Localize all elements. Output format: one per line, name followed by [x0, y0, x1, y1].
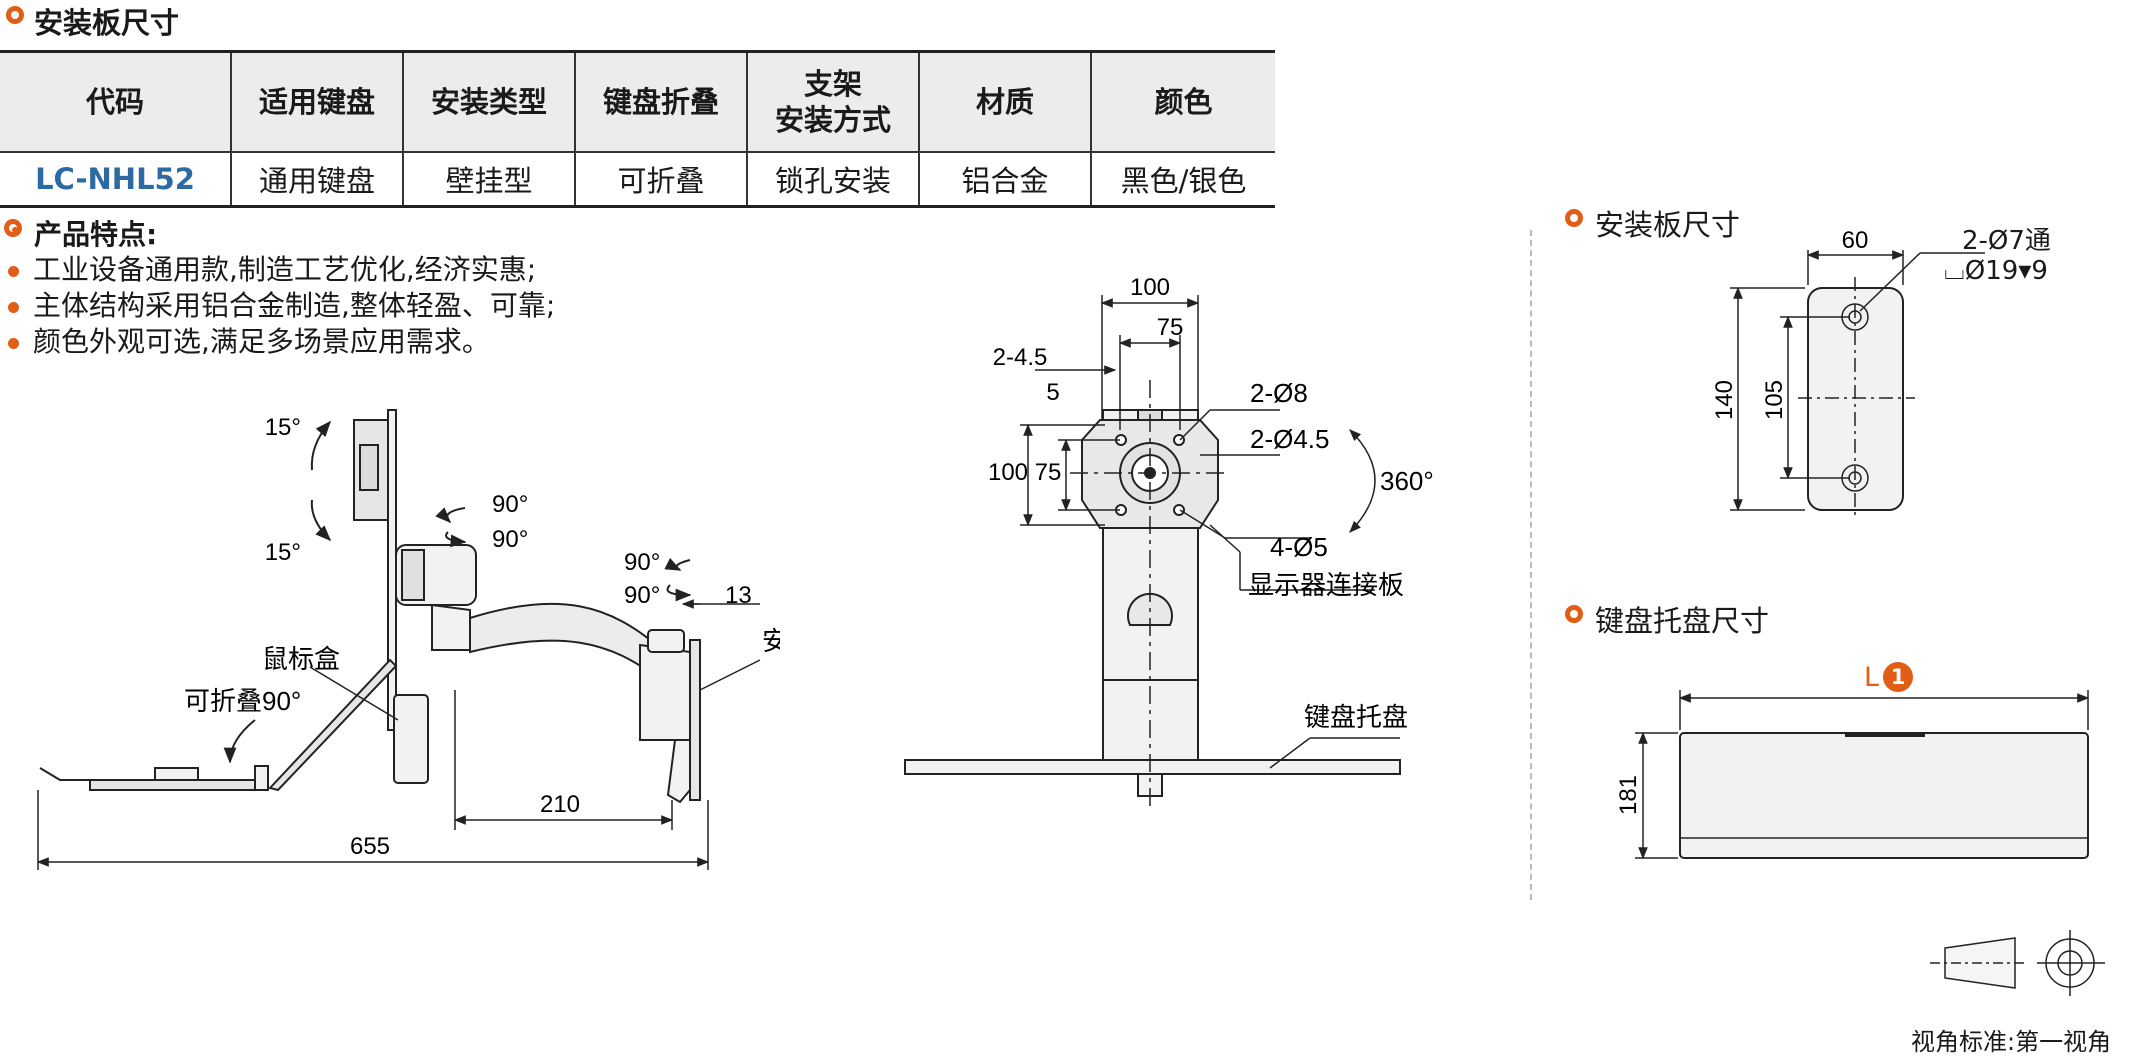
hole-2-4-5-label: 2-Ø4.5	[1250, 424, 1330, 454]
dim-100-top: 100	[1130, 274, 1170, 301]
tray-dims-title: 键盘托盘尺寸	[1595, 604, 1770, 638]
tray-height-dim: 181	[1615, 775, 1642, 815]
page-title: 安装板尺寸	[34, 6, 180, 40]
col-header: 安装类型	[402, 50, 575, 153]
spec-table: 代码 适用键盘 安装类型 键盘折叠 支架 安装方式 材质 颜色 LC-NHL52…	[0, 50, 1275, 208]
projection-standard-label: 视角标准:第一视角	[1911, 1028, 2112, 1056]
col-header: 支架 安装方式	[746, 50, 919, 153]
table-cell: 可折叠	[574, 152, 747, 208]
keyboard-tray-label: 键盘托盘	[1304, 702, 1408, 732]
tray-section-bullet-icon	[1565, 605, 1583, 623]
col-header: 适用键盘	[230, 50, 403, 153]
bullet-icon	[8, 337, 19, 349]
rotation-label: 90°	[624, 549, 660, 576]
table-cell: 锁孔安装	[746, 152, 919, 208]
table-row: LC-NHL52 通用键盘 壁挂型 可折叠 锁孔安装 铝合金 黑色/银色	[0, 152, 1275, 208]
mount-plate-label: 安装板	[762, 626, 780, 656]
tray-length-label: L	[1864, 662, 1880, 693]
dim-655: 655	[350, 833, 390, 860]
keyboard-tray-drawing: 181	[1615, 690, 2090, 860]
product-code: LC-NHL52	[0, 152, 231, 208]
feature-item: 主体结构采用铝合金制造,整体轻盈、可靠;	[8, 284, 555, 324]
plate-pitch-dim: 105	[1761, 380, 1788, 420]
dim-13: 13	[725, 582, 752, 609]
table-header-row: 代码 适用键盘 安装类型 键盘折叠 支架 安装方式 材质 颜色	[0, 50, 1275, 153]
bullet-icon	[8, 301, 19, 313]
monitor-connector-label: 显示器连接板	[1248, 570, 1404, 600]
mount-plate-drawing: 60 140 105	[1711, 227, 1985, 520]
note-number-icon: 1	[1883, 662, 1913, 692]
rotation-label: 90°	[492, 491, 528, 518]
dim-75-left: 75	[1035, 459, 1062, 486]
rotation-360-label: 360°	[1380, 466, 1434, 496]
mouse-box-label: 鼠标盒	[262, 644, 340, 674]
projection-symbol-icon	[1930, 930, 2105, 996]
angle-bottom-label: 15°	[265, 539, 301, 566]
dim-100-left: 100	[988, 459, 1028, 486]
dim-2-4-5: 2-4.5	[993, 344, 1048, 371]
col-header: 材质	[918, 50, 1091, 153]
foldable-label: 可折叠90°	[184, 686, 301, 716]
section-bullet-icon	[6, 6, 24, 24]
features-bullet-icon	[4, 219, 22, 237]
feature-item: 颜色外观可选,满足多场景应用需求。	[8, 320, 490, 360]
feature-item: 工业设备通用款,制造工艺优化,经济实惠;	[8, 248, 536, 288]
table-cell: 铝合金	[918, 152, 1091, 208]
bullet-icon	[8, 265, 19, 277]
hole-2-8-label: 2-Ø8	[1250, 378, 1308, 408]
plate-height-dim: 140	[1711, 380, 1738, 420]
col-header: 代码	[0, 50, 231, 153]
rotation-label: 90°	[624, 582, 660, 609]
counterbore-label: ⌴Ø19▾9	[1944, 256, 2048, 286]
dim-210: 210	[540, 791, 580, 818]
section-divider	[1530, 230, 1532, 900]
rotation-label: 90°	[492, 526, 528, 553]
plate-section-bullet-icon	[1565, 209, 1583, 227]
hole-callout-label: 2-Ø7通	[1962, 226, 2051, 256]
col-header: 颜色	[1090, 50, 1275, 153]
features-title: 产品特点:	[34, 218, 158, 251]
col-header: 键盘折叠	[574, 50, 747, 153]
table-cell: 黑色/银色	[1090, 152, 1275, 208]
plate-dims-title: 安装板尺寸	[1595, 208, 1741, 242]
table-cell: 壁挂型	[402, 152, 575, 208]
side-view-drawing: 15° 15° 90° 90° 90° 90° 13 鼠标盒 可折叠90° 安装…	[36, 409, 780, 870]
hole-4-5-label: 4-Ø5	[1270, 532, 1328, 562]
plate-width-dim: 60	[1842, 227, 1869, 254]
dim-5: 5	[1046, 379, 1059, 406]
angle-top-label: 15°	[265, 414, 301, 441]
table-cell: 通用键盘	[230, 152, 403, 208]
dim-75-top: 75	[1157, 314, 1184, 341]
front-view-drawing: 100 75 2-4.5 5 100 75 2-Ø8 2-Ø4.5 360° 4…	[904, 274, 1434, 810]
